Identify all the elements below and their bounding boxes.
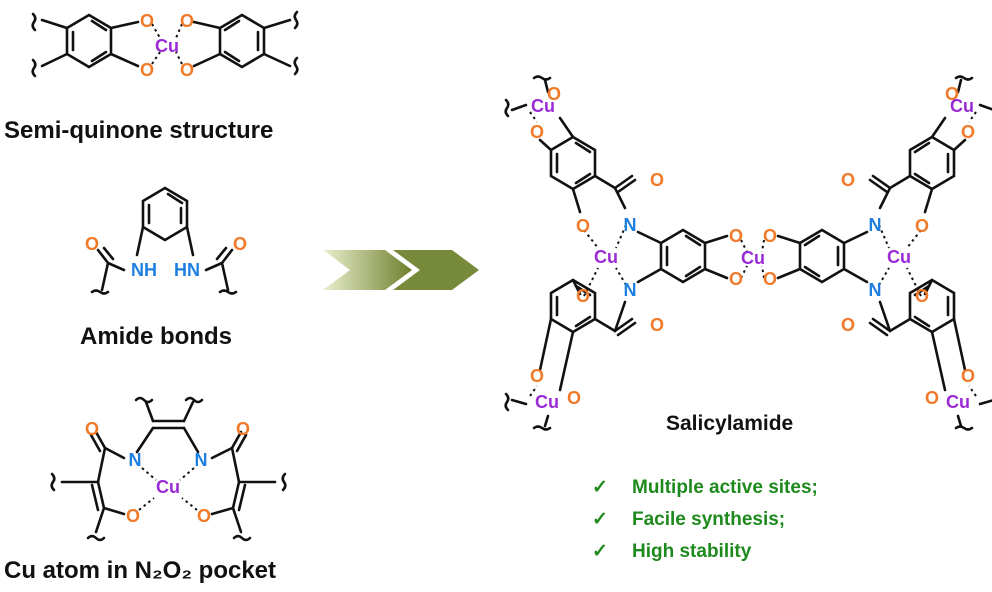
atom-o: O — [140, 11, 154, 31]
atom-o: O — [961, 122, 975, 142]
semiquinone-label: Semi-quinone structure — [4, 117, 274, 144]
atom-n: N — [195, 450, 208, 470]
amide-label: Amide bonds — [80, 323, 233, 350]
atom-nh: NH — [131, 260, 157, 280]
atom-o: O — [197, 506, 211, 526]
check-icon: ✓ — [592, 477, 608, 498]
feature-item: ✓ Facile synthesis; — [592, 508, 785, 531]
atom-cu: Cu — [741, 248, 765, 268]
atom-o: O — [547, 84, 561, 104]
atom-n: N — [869, 215, 882, 235]
feature-text: High stability — [632, 541, 752, 562]
feature-item: ✓ High stability — [592, 540, 751, 563]
atom-cu: Cu — [535, 392, 559, 412]
atom-o: O — [180, 11, 194, 31]
atom-o: O — [841, 315, 855, 335]
atom-o: O — [841, 170, 855, 190]
atom-cu: Cu — [155, 36, 179, 56]
atom-o: O — [763, 226, 777, 246]
atom-o: O — [140, 60, 154, 80]
atom-o: O — [915, 286, 929, 306]
atom-cu: Cu — [950, 96, 974, 116]
atom-cu: Cu — [594, 247, 618, 267]
atom-o: O — [530, 366, 544, 386]
atom-o: O — [576, 216, 590, 236]
atom-o: O — [180, 60, 194, 80]
atom-o: O — [729, 269, 743, 289]
check-icon: ✓ — [592, 541, 608, 562]
atom-n: N — [624, 280, 637, 300]
atom-o: O — [85, 419, 99, 439]
feature-text: Facile synthesis; — [632, 509, 786, 530]
atom-n: N — [129, 450, 142, 470]
amide-structure: O O NH HN — [85, 186, 247, 295]
atom-o: O — [576, 286, 590, 306]
atom-cu: Cu — [887, 247, 911, 267]
atom-n: N — [624, 215, 637, 235]
feature-text: Multiple active sites; — [632, 477, 818, 498]
atom-o: O — [530, 122, 544, 142]
atom-o: O — [650, 315, 664, 335]
salicylamide-structure: O O O O Cu N N N N Cu Cu O O O O O O O O… — [504, 75, 992, 431]
atom-n: N — [869, 280, 882, 300]
cu-pocket-label: Cu atom in N₂O₂ pocket — [4, 557, 277, 584]
atom-o: O — [925, 388, 939, 408]
atom-o: O — [763, 269, 777, 289]
atom-cu: Cu — [156, 477, 180, 497]
salicylamide-label: Salicylamide — [666, 412, 794, 435]
atom-o: O — [961, 366, 975, 386]
feature-item: ✓ Multiple active sites; — [592, 476, 818, 499]
atom-o: O — [126, 506, 140, 526]
atom-o: O — [236, 419, 250, 439]
atom-o: O — [729, 226, 743, 246]
check-icon: ✓ — [592, 509, 608, 530]
atom-hn: HN — [174, 260, 200, 280]
atom-cu: Cu — [531, 96, 555, 116]
reaction-arrow — [323, 250, 479, 290]
atom-cu: Cu — [946, 392, 970, 412]
atom-o: O — [915, 216, 929, 236]
atom-o: O — [85, 234, 99, 254]
atom-o: O — [945, 84, 959, 104]
atom-o: O — [233, 234, 247, 254]
cu-pocket-structure: O O N N Cu O O — [50, 396, 287, 542]
atom-o: O — [567, 388, 581, 408]
semiquinone-structure: O O O O Cu — [31, 10, 299, 80]
atom-o: O — [650, 170, 664, 190]
